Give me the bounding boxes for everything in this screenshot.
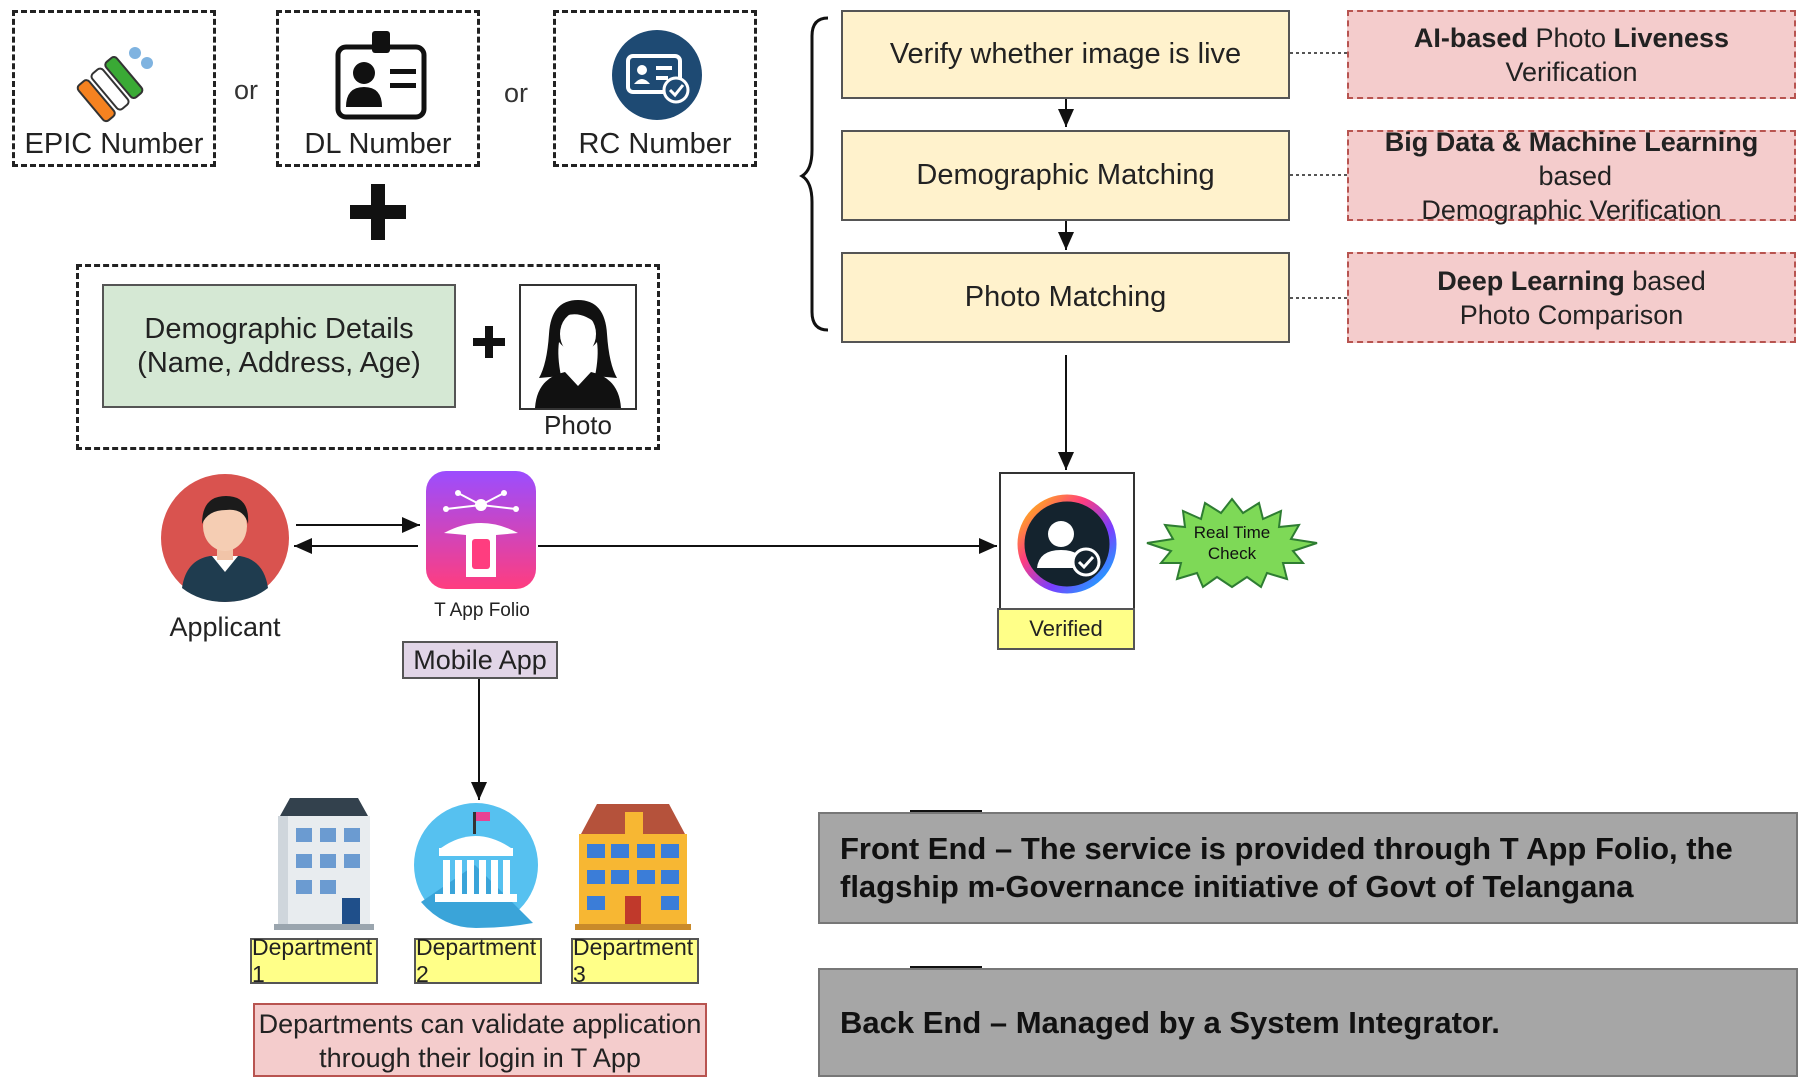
demographic-details-box: Demographic Details (Name, Address, Age) [102, 284, 456, 408]
or-separator-1: or [234, 75, 259, 105]
department-1-label: Department 1 [250, 934, 378, 987]
tech-liveness: AI-based Photo Liveness Verification [1347, 10, 1796, 99]
tech-liveness-plain1: Photo [1527, 22, 1614, 53]
verified-user-icon [1017, 494, 1117, 594]
tech-demographic-bold: Big Data & Machine Learning [1384, 126, 1759, 157]
photo-frame [519, 284, 637, 410]
rc-number-label: RC Number [578, 128, 732, 160]
tech-liveness-plain2: Verification [1505, 56, 1638, 87]
department-note-line2: through their login in T App [319, 1043, 641, 1073]
department-1-building-icon [274, 798, 374, 930]
small-plus-icon [473, 326, 505, 358]
t-app-folio-icon[interactable] [424, 469, 538, 591]
or-separator-2: or [504, 78, 529, 108]
dl-number-label: DL Number [304, 128, 452, 160]
tech-demographic-plain: based [1530, 160, 1613, 191]
step-group-brace [799, 16, 829, 332]
tech-photo: Deep Learning based Photo Comparison [1347, 252, 1796, 343]
front-end-tab-marker [910, 810, 982, 813]
step-liveness: Verify whether image is live [841, 10, 1290, 99]
tech-liveness-bold2: Liveness [1613, 22, 1730, 53]
department-validation-note: Departments can validate application thr… [253, 1003, 707, 1077]
election-commission-icon [76, 47, 153, 123]
verified-badge-frame [999, 472, 1135, 610]
tech-demographic-line2: Demographic Verification [1421, 194, 1722, 225]
tech-photo-plain: based [1624, 265, 1706, 296]
back-end-tab-marker [910, 966, 982, 969]
tech-photo-bold: Deep Learning [1437, 265, 1625, 296]
tech-demographic: Big Data & Machine Learning based Demogr… [1347, 126, 1796, 225]
demographic-details-title: Demographic Details [144, 313, 414, 345]
rc-card-icon [612, 30, 702, 120]
verified-label: Verified [997, 608, 1135, 650]
id-card-icon [335, 31, 427, 120]
demographic-details-fields: (Name, Address, Age) [137, 347, 421, 379]
tech-photo-line2: Photo Comparison [1459, 299, 1684, 330]
department-3-label: Department 3 [571, 934, 699, 987]
front-end-description: Front End – The service is provided thro… [818, 812, 1798, 924]
step-photo-matching: Photo Matching [841, 252, 1290, 343]
step-demographic-matching: Demographic Matching [841, 130, 1290, 221]
epic-option: EPIC Number [12, 10, 216, 167]
department-3-building-icon [575, 804, 691, 930]
t-app-folio-label: T App Folio [434, 600, 530, 621]
dl-option: DL Number [276, 10, 480, 167]
department-note-line1: Departments can validate application [258, 1009, 702, 1039]
back-end-description: Back End – Managed by a System Integrato… [818, 968, 1798, 1077]
rc-option: RC Number [553, 10, 757, 167]
epic-number-label: EPIC Number [24, 128, 204, 160]
real-time-check-burst: Real Time Check [1146, 497, 1318, 589]
applicant-inputs-group [76, 264, 660, 450]
applicant-label: Applicant [169, 612, 281, 642]
woman-silhouette-icon [535, 300, 621, 408]
applicant-avatar-icon [161, 474, 289, 602]
department-2-label: Department 2 [414, 934, 542, 987]
photo-label: Photo [544, 410, 612, 440]
tech-liveness-bold1: AI-based [1413, 22, 1528, 53]
mobile-app-tag: Mobile App [402, 641, 558, 679]
department-2-government-icon [414, 803, 538, 928]
plus-icon [350, 184, 406, 240]
real-time-line1: Real Time [1194, 523, 1271, 542]
real-time-line2: Check [1208, 544, 1257, 563]
